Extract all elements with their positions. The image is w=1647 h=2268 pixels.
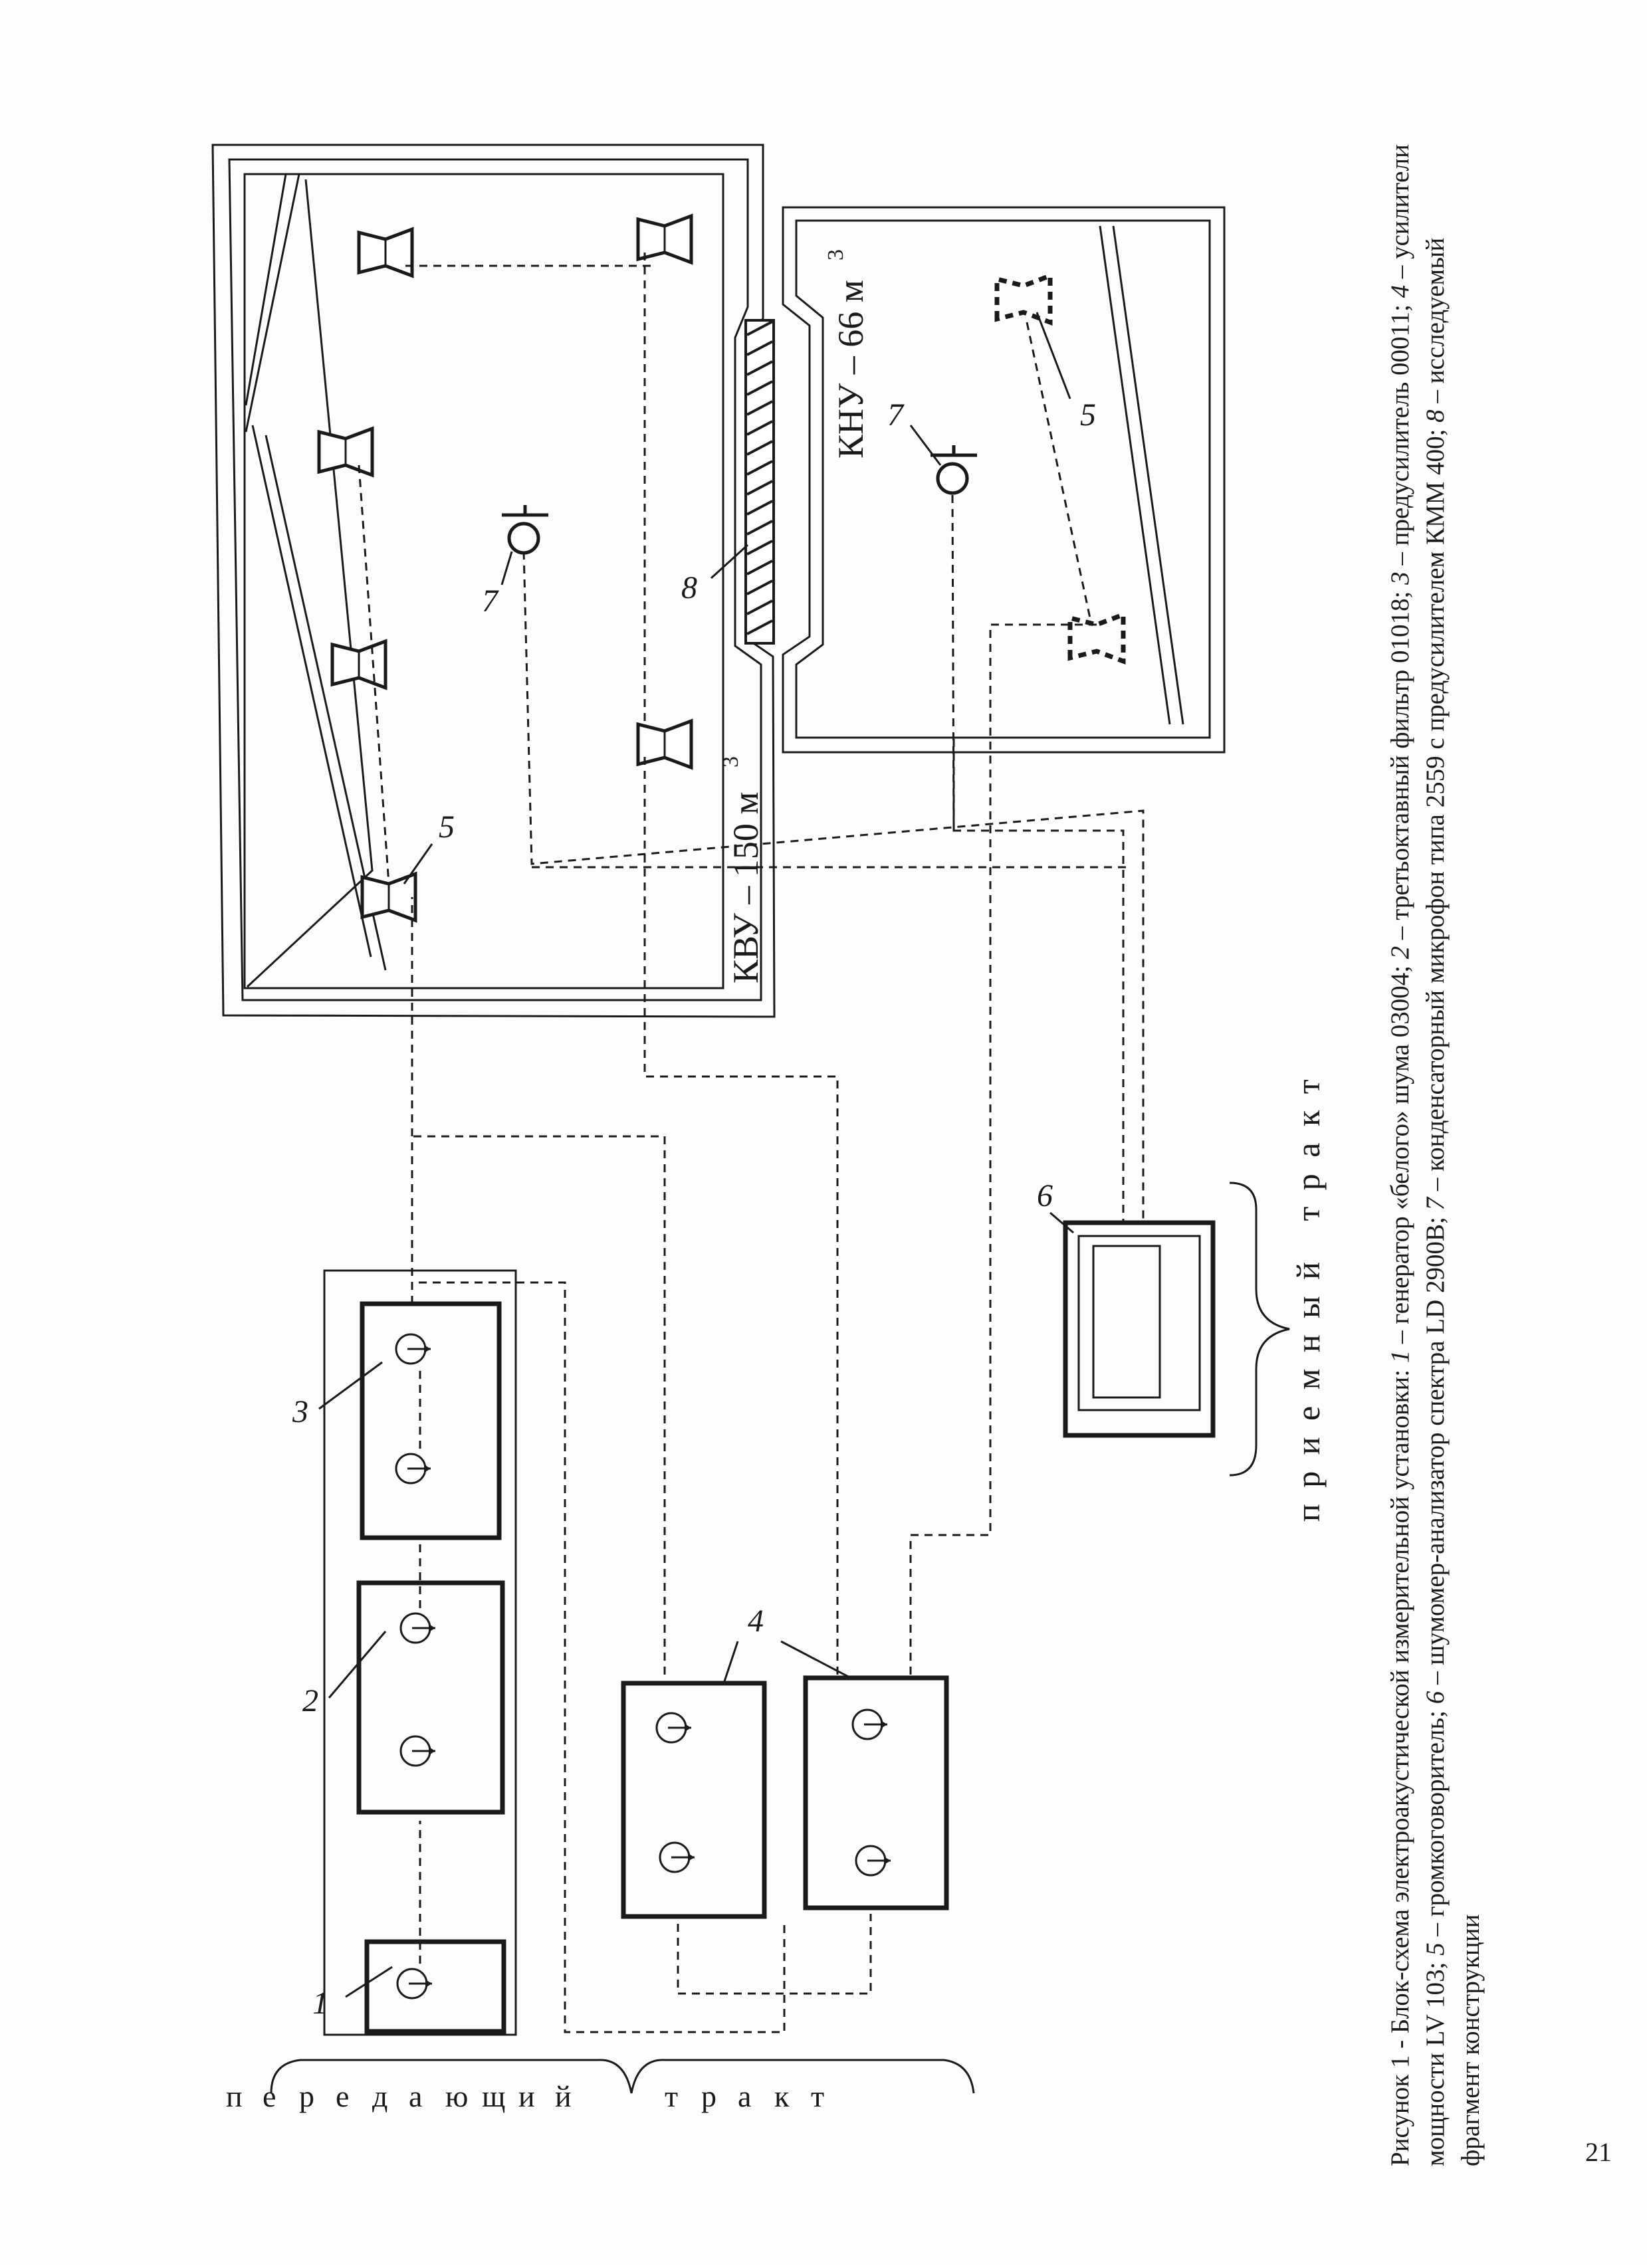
microphone-knu — [931, 445, 977, 495]
svg-text:а: а — [409, 2079, 422, 2113]
loudspeaker-icon — [636, 718, 693, 770]
svg-text:и: и — [518, 2079, 535, 2113]
caption-lead: Рисунок 1 - Блок-схема электроакустическ… — [1386, 1363, 1414, 2166]
callout-7-kvu: 7 — [482, 583, 499, 619]
room-kvu-label: КВУ – 150 м — [726, 791, 766, 983]
callout-4: 4 — [748, 1603, 764, 1639]
jack-icons — [395, 1333, 891, 2000]
transmit-path-label: п е р е д а ю щ и й т р а к т — [226, 2079, 824, 2113]
svg-text:р: р — [299, 2079, 314, 2113]
svg-text:ю: ю — [445, 2079, 468, 2113]
loudspeaker-icon — [317, 426, 374, 478]
svg-text:й: й — [555, 2079, 572, 2113]
loudspeakers-kvu — [317, 213, 693, 923]
transmit-brace — [270, 2059, 975, 2094]
loudspeakers-knu — [994, 272, 1126, 665]
svg-text:а: а — [738, 2079, 751, 2113]
svg-text:д: д — [372, 2079, 387, 2113]
microphone-kvu — [502, 505, 548, 555]
power-amplifier-box-2 — [803, 1675, 949, 1910]
callouts: 1 2 3 4 5 5 6 7 7 8 — [292, 312, 1096, 2021]
room-knu: КНУ – 66 м 3 — [782, 206, 1226, 754]
room-kvu-volume-exponent: 3 — [718, 756, 743, 768]
preamplifier-box — [360, 1301, 502, 1540]
room-knu-volume-exponent: 3 — [824, 249, 848, 260]
loudspeaker-dashed-icon — [994, 272, 1053, 326]
callout-7-knu: 7 — [887, 397, 905, 433]
svg-text:т: т — [665, 2079, 678, 2113]
callout-8: 8 — [681, 570, 697, 605]
figure-caption: Рисунок 1 - Блок-схема электроакустическ… — [1386, 144, 1485, 2166]
signal-cables — [411, 494, 1145, 2033]
callout-2: 2 — [302, 1683, 318, 1718]
room-kvu: КВУ – 150 м 3 — [211, 144, 776, 1018]
callout-6: 6 — [1037, 1178, 1053, 1213]
loudspeaker-icon — [330, 639, 387, 690]
receive-path-label: п р и е м н ы й т р а к т — [1289, 1075, 1327, 1522]
svg-text:р: р — [701, 2079, 716, 2113]
loudspeaker-dashed-icon — [1067, 611, 1126, 665]
loudspeaker-icon — [357, 227, 414, 278]
callout-5-knu: 5 — [1080, 397, 1096, 433]
callout-5-kvu: 5 — [439, 809, 455, 845]
callout-1: 1 — [312, 1986, 328, 2021]
transmit-rack — [323, 1269, 517, 2036]
loudspeaker-icon — [360, 871, 417, 923]
svg-text:е: е — [263, 2079, 276, 2113]
filter-box — [356, 1580, 505, 1815]
receive-brace — [1229, 1182, 1290, 1477]
analyzer-box — [1063, 1220, 1216, 1438]
callout-3: 3 — [292, 1394, 308, 1429]
test-construction-fragment — [744, 319, 775, 645]
generator-box — [364, 1939, 506, 2034]
svg-text:т: т — [811, 2079, 824, 2113]
loudspeaker-icon — [636, 213, 693, 265]
power-amplifier-box-1 — [621, 1681, 767, 1919]
svg-text:щ: щ — [482, 2079, 505, 2113]
room-knu-label: КНУ – 66 м — [831, 280, 871, 459]
svg-text:к: к — [774, 2079, 790, 2113]
svg-text:е: е — [336, 2079, 349, 2113]
svg-text:п: п — [226, 2079, 243, 2113]
page-number: 21 — [1585, 2137, 1612, 2167]
amplifier-boxes — [621, 1675, 949, 1919]
